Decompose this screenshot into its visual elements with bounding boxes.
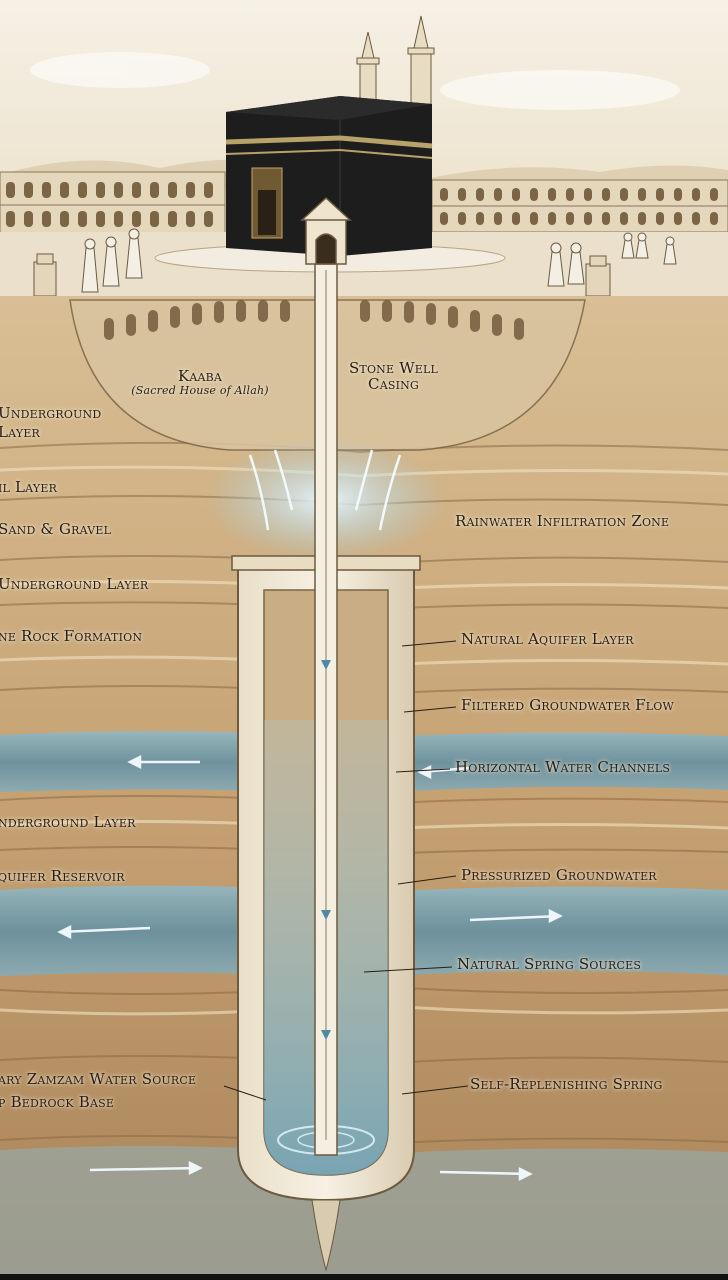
- kaaba-title: Kaaba: [177, 367, 223, 385]
- well-kiosk: [300, 196, 352, 265]
- minarets: [356, 15, 435, 111]
- left-label-sand-gravel: Sand & Gravel: [0, 520, 112, 538]
- right-label-aquifer-layer: Natural Aquifer Layer: [461, 630, 634, 648]
- right-label-horizontal-channels: Horizontal Water Channels: [455, 758, 671, 776]
- left-label-layer-1: Layer: [0, 423, 41, 441]
- left-label-underground-1: Underground: [0, 404, 102, 422]
- kaaba-label: Kaaba (Sacred House of Allah): [130, 367, 270, 397]
- left-label-bedrock-base: p Bedrock Base: [0, 1093, 115, 1111]
- pilgrim-figures: [81, 228, 677, 293]
- clouds: [30, 52, 680, 142]
- right-colonnade: [431, 179, 728, 233]
- flow-arrows: [57, 754, 563, 1182]
- right-label-filtered-flow: Filtered Groundwater Flow: [461, 696, 674, 714]
- infiltration-arrows: [248, 449, 402, 531]
- left-label-underground-layer-3: nderground Layer: [0, 813, 136, 831]
- left-label-rock-formation: ne Rock Formation: [0, 627, 143, 645]
- bedrock-root: [311, 1199, 341, 1272]
- leader-lines: [223, 640, 469, 1101]
- kaaba-building: [225, 96, 433, 256]
- pipe-arrows: [321, 660, 331, 1040]
- gallery-arches: [104, 300, 524, 340]
- right-label-spring-sources: Natural Spring Sources: [457, 955, 642, 973]
- casing-label: Stone Well Casing: [336, 359, 451, 393]
- groundwater-base: [0, 1146, 728, 1274]
- right-label-self-replenishing: Self-Replenishing Spring: [470, 1075, 663, 1093]
- left-label-aquifer-reservoir: quifer Reservoir: [0, 867, 125, 885]
- right-label-rainwater-zone: Rainwater Infiltration Zone: [455, 512, 670, 530]
- casing-label-line2: Casing: [368, 374, 419, 393]
- left-label-underground-layer-2: Underground Layer: [0, 575, 149, 593]
- left-label-zamzam-source: ary Zamzam Water Source: [0, 1070, 197, 1088]
- left-label-soil-layer: il Layer: [0, 478, 58, 496]
- casing-label-line1: Stone Well: [348, 359, 439, 377]
- kaaba-subtitle: (Sacred House of Allah): [131, 383, 269, 397]
- right-label-pressurized: Pressurized Groundwater: [461, 866, 657, 884]
- left-colonnade: [0, 171, 226, 235]
